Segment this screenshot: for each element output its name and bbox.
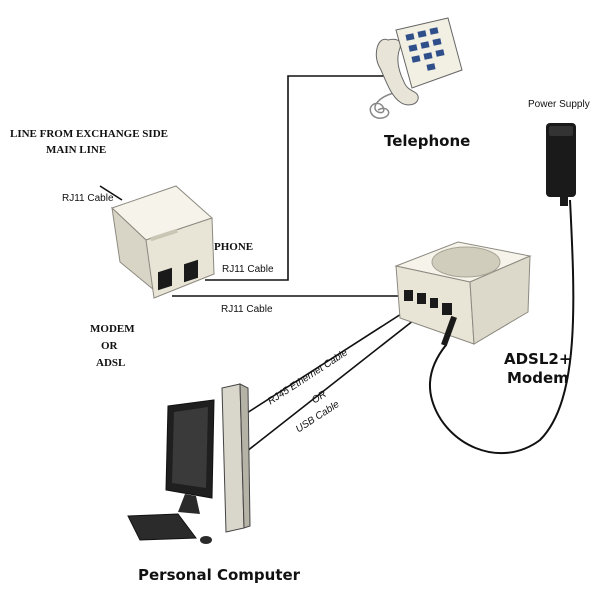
telephone-handset-icon [375, 38, 419, 106]
rj11-cable-main-label: RJ11 Cable [62, 193, 114, 204]
rj11-cable-phone-label: RJ11 Cable [222, 264, 274, 275]
modem-or-adsl-label-2: OR [101, 340, 118, 352]
modem-right-face [469, 255, 531, 345]
splitter-phone-port-icon [184, 259, 198, 283]
cable-rj45-to-pc [235, 306, 413, 421]
power-supply-adapter [546, 123, 576, 206]
modem-vent-grille-icon [431, 246, 501, 278]
cable-power-to-modem [429, 199, 575, 455]
telephone-keypad-icon [405, 27, 445, 71]
line-splitter-device [111, 185, 215, 299]
line-from-exchange-label-2: MAIN LINE [46, 144, 107, 156]
cable-usb-to-pc [241, 312, 424, 456]
adsl-modem-label-1: ADSL2+ [504, 350, 572, 368]
pc-keyboard-icon [127, 513, 197, 541]
cable-phone-to-telephone [205, 75, 388, 281]
telephone-cord-icon [369, 91, 399, 119]
personal-computer-label: Personal Computer [138, 566, 301, 584]
adsl-modem-label-2: Modem [507, 369, 569, 387]
phone-port-label: PHONE [214, 241, 254, 253]
power-supply-label: Power Supply [528, 99, 590, 110]
power-adapter-body-icon [546, 123, 576, 197]
telephone-label: Telephone [384, 132, 471, 150]
cable-main-line [99, 185, 123, 201]
modem-or-adsl-label-3: ADSL [96, 357, 126, 369]
rj11-cable-modem-label: RJ11 Cable [221, 304, 273, 315]
splitter-modem-port-icon [158, 267, 172, 291]
cables [99, 75, 575, 456]
adsl-modem-device [394, 241, 532, 347]
modem-ports-icon [404, 290, 452, 315]
line-from-exchange-label-1: LINE FROM EXCHANGE SIDE [10, 128, 168, 140]
modem-or-adsl-label-1: MODEM [90, 323, 135, 335]
personal-computer-device [127, 383, 251, 544]
telephone-device [369, 17, 463, 119]
pc-mouse-icon [200, 536, 212, 544]
